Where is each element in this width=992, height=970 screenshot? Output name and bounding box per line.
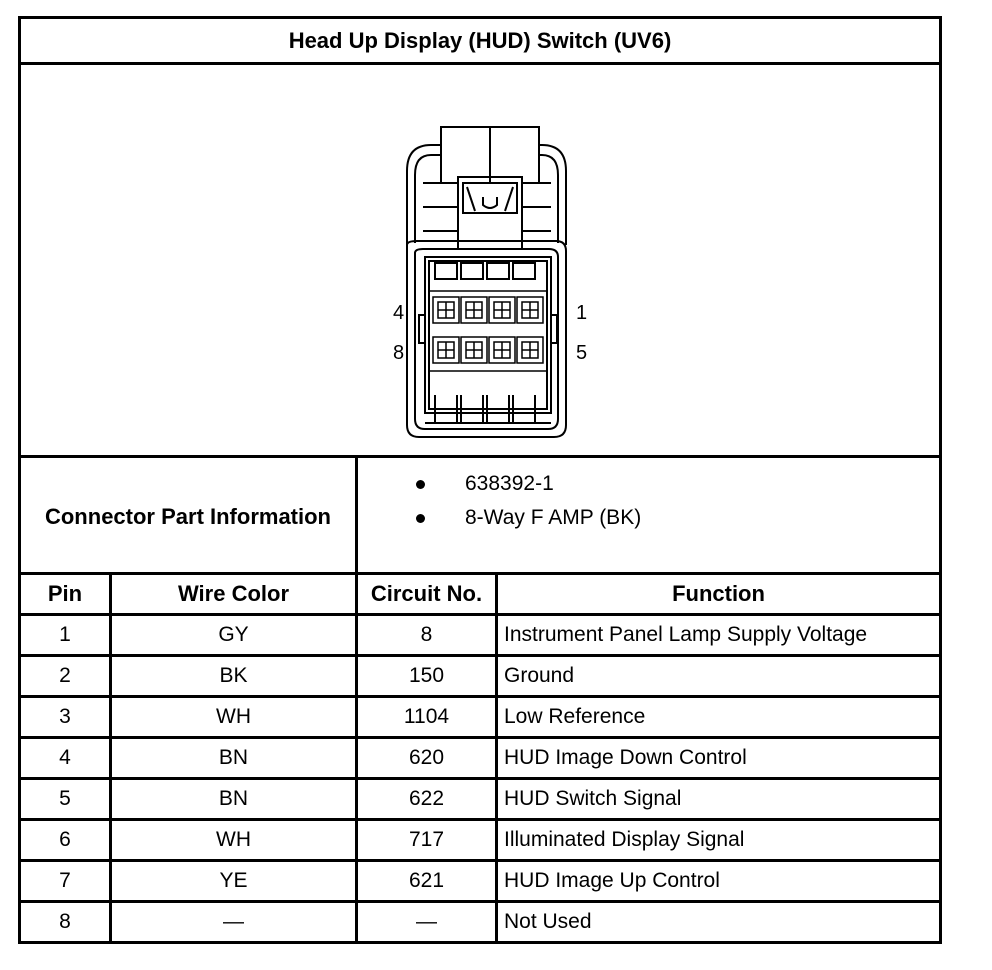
cell-pin: 2 (59, 664, 71, 687)
part-number: 638392-1 (465, 472, 554, 495)
cell-circuit: 621 (408, 869, 445, 892)
pin-label-1: 1 (576, 302, 587, 324)
bullet-icon (416, 480, 425, 489)
header-pin: Pin (47, 581, 83, 606)
row-divider (21, 695, 939, 698)
cell-wire-color: GY (218, 623, 249, 646)
header-wire-color: Wire Color (177, 581, 290, 606)
cell-function: Ground (504, 664, 575, 687)
row-divider (21, 736, 939, 739)
pin-label-8: 8 (393, 342, 404, 364)
bullet-icon (416, 514, 425, 523)
cell-function: HUD Image Down Control (504, 746, 747, 769)
cell-pin: 6 (59, 828, 71, 851)
column-divider (109, 575, 112, 944)
divider (355, 458, 358, 575)
row-divider (21, 613, 939, 616)
cell-circuit: 717 (408, 828, 445, 851)
cell-circuit: — (416, 910, 437, 933)
row-divider (21, 818, 939, 821)
connector-face-illustration: 4 8 1 5 (393, 126, 587, 438)
cell-wire-color: BN (218, 746, 249, 769)
cell-function: Illuminated Display Signal (504, 828, 745, 851)
cell-circuit: 1104 (403, 705, 450, 728)
pin-label-5: 5 (576, 342, 587, 364)
cell-pin: 7 (59, 869, 71, 892)
cell-wire-color: YE (219, 869, 248, 892)
cell-circuit: 622 (408, 787, 445, 810)
connector-info-sheet: Head Up Display (HUD) Switch (UV6) (18, 16, 942, 944)
cell-wire-color: BK (219, 664, 248, 687)
divider (21, 455, 939, 458)
cell-wire-color: — (223, 910, 244, 933)
cell-pin: 4 (59, 746, 71, 769)
cell-wire-color: BN (218, 787, 249, 810)
connector-description: 8-Way F AMP (BK) (465, 506, 642, 529)
cell-circuit: 8 (420, 623, 433, 646)
cell-circuit: 620 (408, 746, 445, 769)
cell-circuit: 150 (408, 664, 445, 687)
divider (21, 572, 939, 575)
cell-function: HUD Switch Signal (504, 787, 682, 810)
column-divider (495, 575, 498, 944)
pin-label-4: 4 (393, 302, 404, 324)
header-function: Function (672, 581, 765, 606)
connector-part-info-label: Connector Part Information (44, 504, 331, 529)
row-divider (21, 900, 939, 903)
cell-function: Low Reference (504, 705, 646, 728)
header-circuit: Circuit No. (370, 581, 483, 606)
connector-part-info-list: 638392-1 8-Way F AMP (BK) (361, 465, 936, 575)
row-divider (21, 654, 939, 657)
column-divider (355, 575, 358, 944)
cell-pin: 5 (59, 787, 71, 810)
cell-wire-color: WH (216, 828, 251, 851)
cell-function: Instrument Panel Lamp Supply Voltage (504, 623, 868, 646)
page-title: Head Up Display (HUD) Switch (UV6) (288, 27, 672, 53)
cell-wire-color: WH (216, 705, 251, 728)
row-divider (21, 777, 939, 780)
connector-drawing: 4 8 1 5 (21, 65, 939, 455)
cell-pin: 3 (59, 705, 71, 728)
divider (21, 62, 939, 65)
cell-function: Not Used (504, 910, 592, 933)
cell-pin: 1 (59, 623, 71, 646)
row-divider (21, 859, 939, 862)
list-item: 8-Way F AMP (BK) (361, 503, 936, 533)
list-item: 638392-1 (361, 469, 936, 499)
cell-pin: 8 (59, 910, 71, 933)
cell-function: HUD Image Up Control (504, 869, 720, 892)
